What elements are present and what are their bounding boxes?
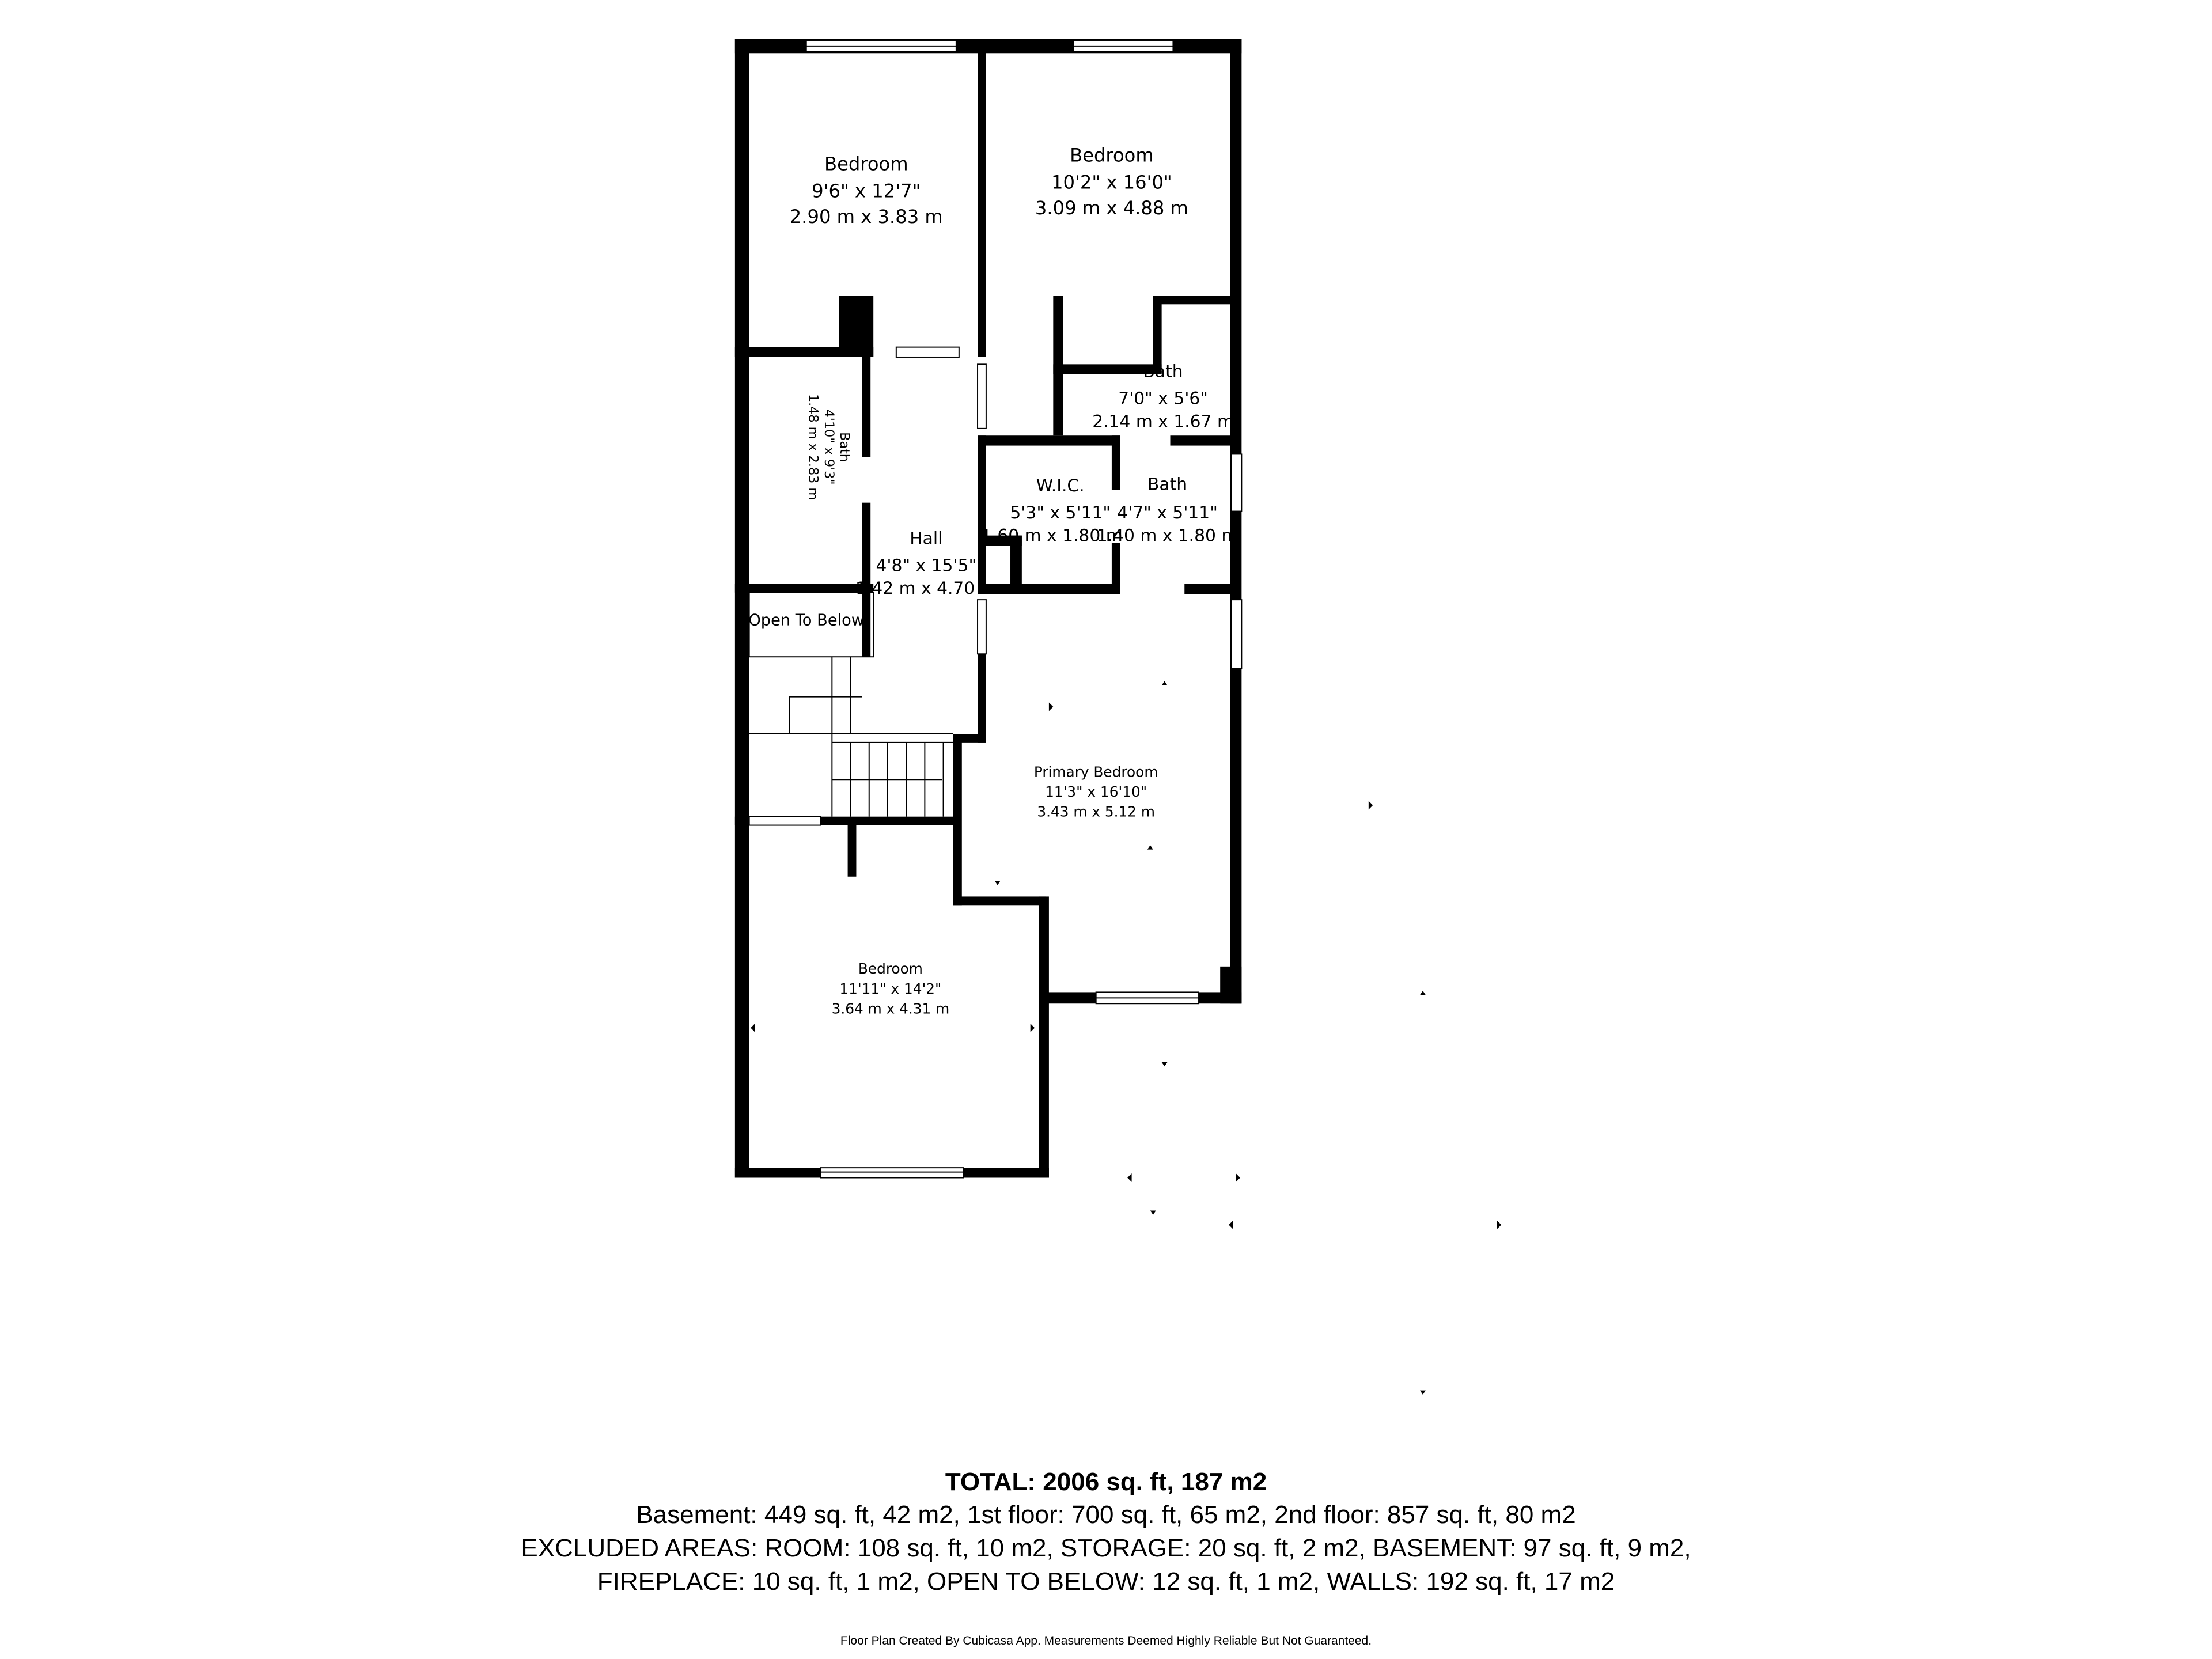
room-wic: W.I.C. 5'3" x 5'11" 1.60 m x 1.80 m: [981, 476, 1123, 546]
room-size-metric: 1.48 m x 2.83 m: [806, 394, 821, 500]
room-size-imperial: 7'0" x 5'6": [1118, 389, 1208, 409]
room-bath-upper: Bath 7'0" x 5'6" 2.14 m x 1.67 m: [1092, 362, 1234, 432]
area-summary: TOTAL: 2006 sq. ft, 187 m2 Basement: 449…: [0, 1466, 2212, 1648]
room-size-imperial: 10'2" x 16'0": [1051, 172, 1172, 194]
room-bedroom-2: Bedroom 10'2" x 16'0" 3.09 m x 4.88 m: [1035, 145, 1188, 219]
room-name: Primary Bedroom: [1034, 763, 1158, 780]
room-bedroom-3: Bedroom 11'11" x 14'2" 3.64 m x 4.31 m: [832, 960, 950, 1017]
room-open-to-below: Open To Below: [748, 612, 864, 630]
room-name: Open To Below: [748, 612, 864, 630]
room-bedroom-1: Bedroom 9'6" x 12'7" 2.90 m x 3.83 m: [790, 153, 943, 228]
room-bath-left: Bath 4'10" x 9'3" 1.48 m x 2.83 m: [806, 394, 853, 500]
dimension-markers: [751, 681, 1502, 1395]
room-size-metric: 2.14 m x 1.67 m: [1092, 411, 1234, 431]
room-size-metric: 3.09 m x 4.88 m: [1035, 197, 1188, 219]
room-hall: Hall 4'8" x 15'5" 1.42 m x 4.70 m: [855, 529, 997, 599]
total-area: TOTAL: 2006 sq. ft, 187 m2: [945, 1468, 1267, 1496]
room-size-imperial: 11'3" x 16'10": [1045, 783, 1147, 800]
room-size-metric: 3.43 m x 5.12 m: [1037, 804, 1155, 820]
room-name: Bath: [1143, 362, 1183, 382]
room-size-imperial: 4'10" x 9'3": [821, 410, 836, 485]
room-size-metric: 1.60 m x 1.80 m: [981, 526, 1123, 546]
room-name: Hall: [910, 529, 942, 549]
room-name: Bedroom: [824, 153, 908, 175]
excluded-areas-2: FIREPLACE: 10 sq. ft, 1 m2, OPEN TO BELO…: [597, 1567, 1615, 1596]
windows: [748, 39, 1243, 1179]
room-bath-right: Bath 4'7" x 5'11" 1.40 m x 1.80 m: [1097, 474, 1238, 546]
room-size-metric: 2.90 m x 3.83 m: [790, 206, 943, 228]
room-size-imperial: 4'8" x 15'5": [876, 556, 976, 576]
room-size-imperial: 11'11" x 14'2": [839, 980, 941, 997]
room-size-metric: 1.42 m x 4.70 m: [855, 578, 997, 599]
floor-areas: Basement: 449 sq. ft, 42 m2, 1st floor: …: [636, 1501, 1576, 1529]
room-size-imperial: 9'6" x 12'7": [812, 180, 921, 202]
room-size-metric: 1.40 m x 1.80 m: [1097, 526, 1238, 546]
room-name: W.I.C.: [1036, 476, 1085, 496]
excluded-areas-1: EXCLUDED AREAS: ROOM: 108 sq. ft, 10 m2,…: [521, 1534, 1691, 1562]
room-primary-bedroom: Primary Bedroom 11'3" x 16'10" 3.43 m x …: [1034, 763, 1158, 820]
room-name: Bedroom: [858, 960, 923, 977]
room-name: Bath: [1147, 474, 1187, 494]
room-size-metric: 3.64 m x 4.31 m: [832, 1001, 950, 1017]
credit-note: Floor Plan Created By Cubicasa App. Meas…: [840, 1634, 1372, 1647]
room-name: Bedroom: [1070, 145, 1154, 166]
stairs: [748, 592, 953, 817]
room-name: Bath: [837, 432, 852, 462]
room-size-imperial: 5'3" x 5'11": [1010, 503, 1111, 523]
walls: [734, 39, 1242, 1178]
room-size-imperial: 4'7" x 5'11": [1117, 503, 1218, 523]
